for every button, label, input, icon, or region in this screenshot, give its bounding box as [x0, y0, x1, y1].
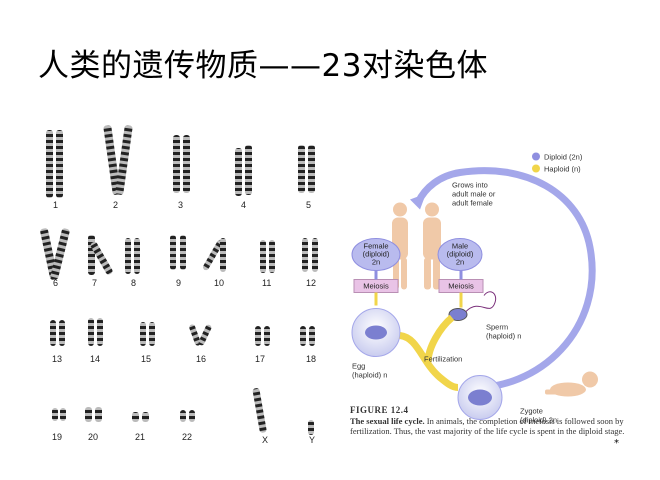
chromosome-label-4: 4	[241, 200, 247, 210]
chromosome-label-5: 5	[306, 200, 312, 210]
figure-caption: FIGURE 12.4 The sexual life cycle. In an…	[350, 405, 630, 437]
sperm-label: Sperm	[486, 323, 508, 332]
chromosome-label-7: 7	[92, 278, 98, 288]
diploid-arrowhead	[410, 193, 426, 210]
chromosome-7	[88, 235, 113, 275]
egg-ploidy: (haploid) n	[352, 371, 387, 380]
zygote-nucleus	[468, 389, 492, 406]
caption-title: The sexual life cycle.	[350, 415, 425, 426]
chromosome-4	[235, 145, 252, 196]
chromosome-17	[255, 326, 270, 346]
female-ploidy: (diploid)	[363, 250, 390, 259]
diploid-cycle-arc	[414, 167, 596, 392]
chromosome-15	[140, 322, 155, 346]
female-label: Female	[363, 242, 388, 251]
chromosome-label-15: 15	[141, 354, 152, 364]
male-ploidy: (diploid)	[447, 250, 474, 259]
zygote-label: Zygote	[520, 407, 543, 416]
legend-haploid: Haploid (n)	[544, 165, 581, 174]
chromosome-y	[308, 420, 314, 435]
chromosome-label-x: X	[262, 435, 269, 445]
caption-figure-number: FIGURE 12.4	[350, 405, 409, 415]
chromosome-label-8: 8	[131, 278, 137, 288]
chromosome-label-6: 6	[53, 278, 59, 288]
slide-title: 人类的遗传物质——23对染色体	[38, 48, 488, 84]
footer-asterisk: *	[614, 438, 619, 449]
meiosis-label-female: Meiosis	[363, 282, 389, 291]
fertilization-label: Fertilization	[424, 355, 462, 364]
zygote-ploidy: (diploid) 2n	[520, 416, 557, 425]
egg-nucleus	[365, 325, 387, 340]
male-2n: 2n	[456, 258, 464, 267]
chromosome-label-17: 17	[255, 354, 266, 364]
chromosome-label-13: 13	[52, 354, 63, 364]
chromosome-20	[85, 407, 102, 422]
chromosome-label-2: 2	[113, 200, 119, 210]
grows-into-line2: adult male or	[452, 190, 496, 199]
chromosome-label-19: 19	[52, 432, 63, 442]
chromosome-19	[52, 408, 66, 421]
grows-into-line1: Grows into	[452, 181, 488, 190]
chromosome-14	[88, 318, 103, 346]
chromosome-6	[40, 228, 70, 280]
chromosome-12	[302, 238, 318, 272]
chromosome-label-21: 21	[135, 432, 146, 442]
chromosome-label-20: 20	[88, 432, 99, 442]
chromosome-16	[189, 324, 212, 346]
chromosome-label-18: 18	[306, 354, 317, 364]
chromosome-label-3: 3	[178, 200, 184, 210]
legend-haploid-swatch	[532, 164, 540, 173]
life-cycle-diagram: Diploid (2n) Haploid (n) Grows into adul…	[351, 152, 598, 425]
chromosome-label-14: 14	[90, 354, 101, 364]
chromosome-label-22: 22	[182, 432, 193, 442]
chromosome-9	[170, 235, 186, 270]
chromosome-8	[125, 238, 140, 274]
chromosome-18	[300, 326, 315, 346]
chromosome-11	[260, 240, 275, 273]
chromosome-22	[180, 410, 195, 422]
legend-diploid: Diploid (2n)	[544, 153, 583, 162]
chromosome-label-16: 16	[196, 354, 207, 364]
chromosome-21	[132, 412, 149, 422]
chromosome-5	[298, 145, 315, 193]
baby-figure	[545, 371, 598, 397]
karyotype-chromosomes	[40, 125, 318, 435]
chromosome-label-9: 9	[176, 278, 182, 288]
chromosome-label-y: Y	[309, 435, 316, 445]
chromosome-2	[103, 125, 133, 195]
chromosome-label-11: 11	[262, 278, 272, 288]
meiosis-label-male: Meiosis	[448, 282, 474, 291]
chromosome-10	[203, 238, 226, 272]
fertilization-path-egg	[399, 332, 459, 391]
sperm-ploidy: (haploid) n	[486, 332, 521, 341]
legend-diploid-swatch	[532, 152, 540, 161]
caption-body: In animals, the completion of meiosis is…	[350, 415, 625, 437]
chromosome-3	[173, 135, 190, 193]
male-label: Male	[452, 242, 468, 251]
chromosome-1	[46, 130, 63, 198]
sperm-cell	[448, 308, 468, 321]
chromosome-label-12: 12	[306, 278, 317, 288]
chromosome-label-1: 1	[53, 200, 59, 210]
chromosome-label-10: 10	[214, 278, 225, 288]
egg-label: Egg	[352, 362, 365, 371]
karyotype-panel: 1 2 3 4 5 6 7 8 9 10 11 12 13 14 15 16 1…	[30, 110, 340, 455]
adult-male-figure	[423, 202, 441, 290]
chromosome-13	[50, 320, 65, 346]
chromosome-x	[252, 388, 267, 433]
grows-into-line3: adult female	[452, 199, 493, 208]
fertilization-path-sperm	[424, 314, 455, 363]
female-2n: 2n	[372, 258, 380, 267]
